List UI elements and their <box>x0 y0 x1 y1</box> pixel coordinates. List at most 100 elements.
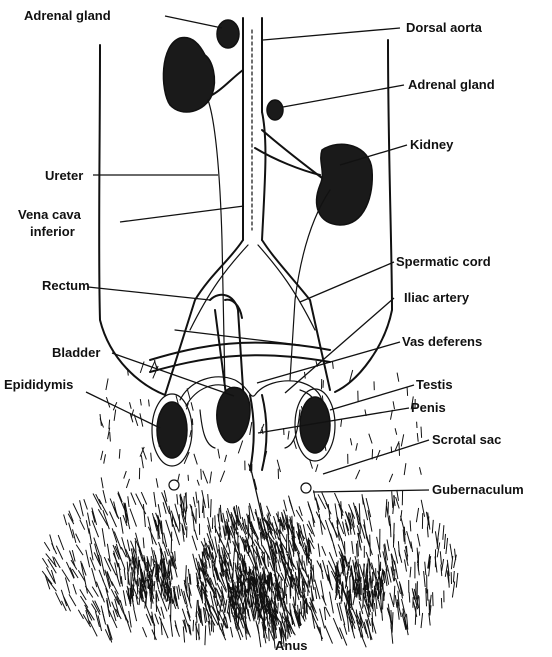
fur-stroke <box>324 607 325 620</box>
fur-stroke <box>89 528 92 544</box>
fur-stroke <box>104 454 106 463</box>
fur-stroke <box>263 546 270 557</box>
fur-stroke <box>386 499 387 517</box>
fur-stroke <box>142 447 146 459</box>
label-rectum: Rectum <box>42 278 90 293</box>
fur-stroke <box>264 575 265 584</box>
fur-stroke <box>119 449 120 459</box>
fur-stroke <box>178 474 180 482</box>
fur-stroke <box>263 574 264 584</box>
fur-stroke <box>154 492 156 507</box>
fur-stroke <box>56 546 63 560</box>
adrenal-glands <box>217 20 283 120</box>
fur-stroke <box>372 590 373 607</box>
fur-stroke <box>238 507 240 519</box>
fur-stroke <box>390 593 394 607</box>
label-penis: Penis <box>411 400 446 415</box>
fur-stroke <box>140 399 141 405</box>
fur-stroke <box>394 586 395 605</box>
fur-stroke <box>102 611 105 625</box>
fur-stroke <box>218 449 220 459</box>
fur-stroke <box>446 538 448 554</box>
fur-stroke <box>143 538 144 549</box>
fur-stroke <box>141 455 143 468</box>
fur-stroke <box>161 619 162 636</box>
fur-stroke <box>120 517 123 534</box>
fur-stroke <box>80 589 86 600</box>
label-gubernaculum: Gubernaculum <box>432 482 524 497</box>
label-vena-cava-line2: inferior <box>30 224 75 239</box>
label-bladder: Bladder <box>52 345 100 360</box>
fur-stroke <box>161 607 164 619</box>
fur-stroke <box>330 592 334 614</box>
fur-stroke <box>135 541 136 560</box>
fur-stroke <box>128 496 129 507</box>
fur-stroke <box>344 624 347 635</box>
fur-stroke <box>274 516 278 529</box>
fur-stroke <box>208 494 209 508</box>
fur-stroke <box>333 362 334 369</box>
fur-stroke <box>322 546 326 556</box>
fur-stroke <box>441 598 442 608</box>
fur-stroke <box>152 581 153 592</box>
fur-stroke <box>453 571 454 582</box>
fur-stroke <box>387 540 389 552</box>
fur-stroke <box>143 627 147 637</box>
fur-stroke <box>318 494 326 509</box>
fur-stroke <box>341 501 342 519</box>
fur-stroke <box>404 463 406 475</box>
fur-stroke <box>337 603 341 621</box>
fur-stroke <box>201 469 202 480</box>
fur-stroke <box>343 522 346 537</box>
fur-stroke <box>332 522 337 538</box>
fur-stroke <box>300 601 301 614</box>
fur-stroke <box>433 592 434 606</box>
fur-stroke <box>131 493 136 505</box>
label-adrenal-gland-left: Adrenal gland <box>24 8 111 23</box>
fur-stroke <box>444 534 445 549</box>
fur-stroke <box>119 553 125 570</box>
fur-stroke <box>126 479 129 488</box>
label-adrenal-gland-right: Adrenal gland <box>408 77 495 92</box>
fur-stroke <box>130 509 137 527</box>
fur-stroke <box>158 525 159 539</box>
fur-stroke <box>286 594 287 604</box>
fur-stroke <box>147 573 148 581</box>
fur-stroke <box>427 527 428 537</box>
fur-stroke <box>440 551 441 564</box>
fur-stroke <box>356 610 357 621</box>
fur-stroke <box>368 586 369 600</box>
fur-stroke <box>188 475 189 481</box>
fur-stroke <box>350 438 351 445</box>
fur-stroke <box>106 379 108 391</box>
fur-stroke <box>193 554 197 570</box>
fur-stroke <box>127 540 129 551</box>
fur-stroke <box>278 603 279 614</box>
fur-stroke <box>69 594 76 606</box>
fur-stroke <box>372 612 373 625</box>
fur-stroke <box>443 525 444 540</box>
fur-stroke <box>304 603 305 618</box>
fur-stroke <box>149 400 150 407</box>
fur-stroke <box>234 547 235 561</box>
right-kidney <box>317 144 373 225</box>
fur-stroke <box>376 450 380 460</box>
fur-stroke <box>450 544 452 559</box>
fur-stroke <box>395 441 399 450</box>
fur-stroke <box>143 504 145 527</box>
fur-stroke <box>417 433 418 442</box>
fur-stroke <box>313 565 314 582</box>
fur-stroke <box>196 492 197 504</box>
fur-stroke <box>156 478 158 487</box>
fur-stroke <box>231 627 233 637</box>
fur-stroke <box>64 515 67 526</box>
fur-stroke <box>395 595 397 608</box>
fur-stroke <box>210 591 213 606</box>
fur-stroke <box>370 589 372 597</box>
fur-stroke <box>225 455 227 462</box>
fur-stroke <box>175 625 179 637</box>
fur-stroke <box>76 545 83 556</box>
fur-stroke <box>158 504 160 517</box>
fur-stroke <box>80 520 85 530</box>
fur-stroke <box>359 629 366 647</box>
